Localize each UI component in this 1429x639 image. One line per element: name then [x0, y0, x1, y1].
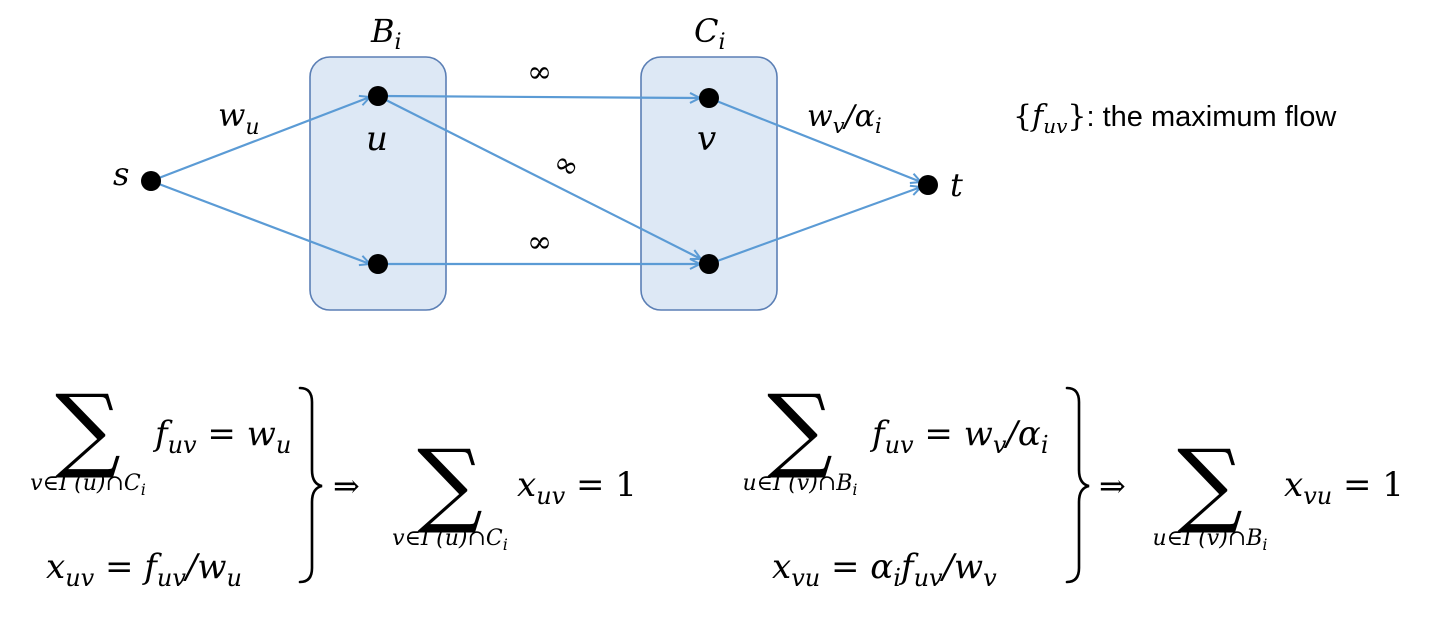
edge-label-b2-c2: ∞ — [527, 225, 552, 260]
node-s — [141, 171, 161, 191]
eq-line2: xvu = αifuv/wv — [772, 547, 997, 592]
sum-index: u∈Γ(v)∩Bi — [742, 471, 857, 499]
group-label-C: Ci — [694, 12, 726, 55]
node-label-u: u — [366, 119, 388, 159]
edge-label-v-t: wv/αi — [807, 99, 882, 138]
edge-u-to-c2 — [377, 95, 701, 259]
implies-arrow: ⇒ — [333, 467, 360, 505]
sum-symbol: ∑ — [417, 430, 483, 537]
edge-s-to-b2 — [150, 179, 370, 264]
edge-u-to-v — [377, 96, 700, 98]
node-v — [699, 88, 719, 108]
edge-c2-to-t — [708, 187, 921, 266]
node-b2 — [368, 254, 388, 274]
node-label-s: s — [113, 155, 129, 193]
max-flow-note: {fuv}: the maximum flow — [1013, 99, 1337, 138]
sum-symbol: ∑ — [1177, 430, 1243, 537]
group-box-B — [309, 56, 447, 311]
left-equation: ∑ v∈Γ(u)∩Ci fuv = wu xuv = fuv/wu ⇒ ∑ v∈… — [30, 375, 637, 592]
eq-result: xvu = 1 — [1284, 465, 1404, 510]
sum-index: u∈Γ(v)∩Bi — [1152, 526, 1267, 554]
edge-v-to-t — [708, 96, 921, 182]
sum-index: v∈Γ(u)∩Ci — [30, 471, 146, 499]
right-equation: ∑ u∈Γ(v)∩Bi fuv = wv/αi xvu = αifuv/wv ⇒… — [742, 375, 1403, 592]
node-t — [918, 175, 938, 195]
edge-label-u-c2: ∞ — [547, 144, 585, 187]
right-brace — [298, 386, 323, 584]
implies-arrow: ⇒ — [1099, 467, 1126, 505]
eq-line1: fuv = wv/αi — [869, 414, 1049, 459]
node-label-v: v — [697, 119, 716, 159]
sum-index: v∈Γ(u)∩Ci — [392, 526, 508, 554]
group-label-B: Bi — [370, 12, 402, 55]
edge-label-s-u: wu — [218, 96, 260, 140]
node-c2 — [699, 254, 719, 274]
node-label-t: t — [950, 166, 963, 204]
right-brace — [1065, 386, 1090, 584]
eq-line2: xuv = fuv/wu — [46, 547, 242, 592]
sum-symbol: ∑ — [767, 375, 833, 482]
eq-line1: fuv = wu — [152, 414, 291, 459]
edge-s-to-u — [150, 97, 370, 183]
node-u — [368, 86, 388, 106]
eq-result: xuv = 1 — [517, 465, 637, 510]
sum-symbol: ∑ — [55, 375, 121, 482]
edge-label-u-v: ∞ — [527, 55, 552, 90]
